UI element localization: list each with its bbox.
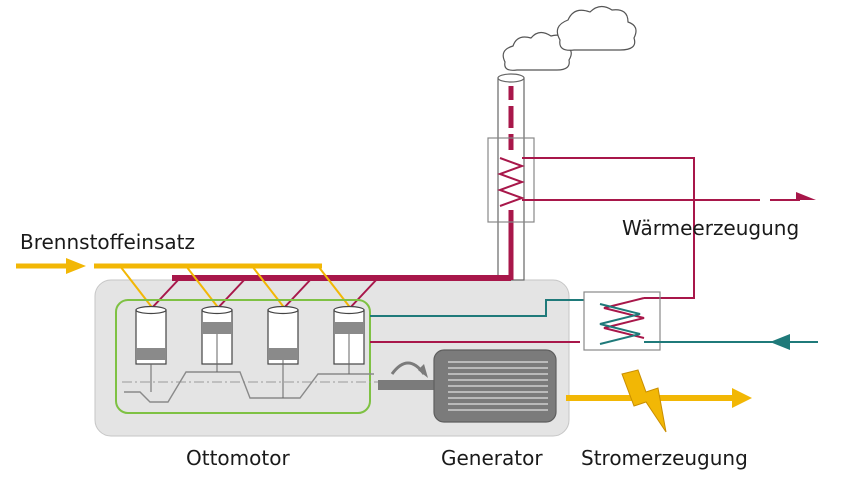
generator-icon (433, 349, 557, 423)
generator-label: Generator (441, 446, 543, 470)
arrow-right-icon (66, 258, 86, 274)
engine-label: Ottomotor (186, 446, 290, 470)
engine-return-line (370, 299, 584, 317)
heat-exchanger-icon (487, 137, 535, 223)
lightning-icon (621, 369, 667, 433)
exhaust-branch-lines (149, 277, 379, 311)
cloud-icon (502, 5, 637, 71)
arrow-right-icon (796, 192, 816, 208)
arrow-left-icon (770, 334, 790, 350)
heat-circuit-line (522, 157, 695, 299)
heat-exchanger-icon (583, 291, 661, 351)
heat-generation-label: Wärmeerzeugung (622, 216, 800, 240)
cylinder-icon (135, 305, 365, 398)
arrow-right-icon (732, 388, 752, 408)
generator-shaft (378, 380, 434, 390)
engine-frame (115, 299, 371, 414)
fuel-branch-lines (119, 265, 353, 311)
rotation-arrowhead (418, 364, 428, 378)
power-generation-label: Stromerzeugung (581, 446, 748, 470)
fuel-input-label: Brennstoffeinsatz (20, 230, 195, 254)
crankshaft-icon (124, 371, 374, 403)
